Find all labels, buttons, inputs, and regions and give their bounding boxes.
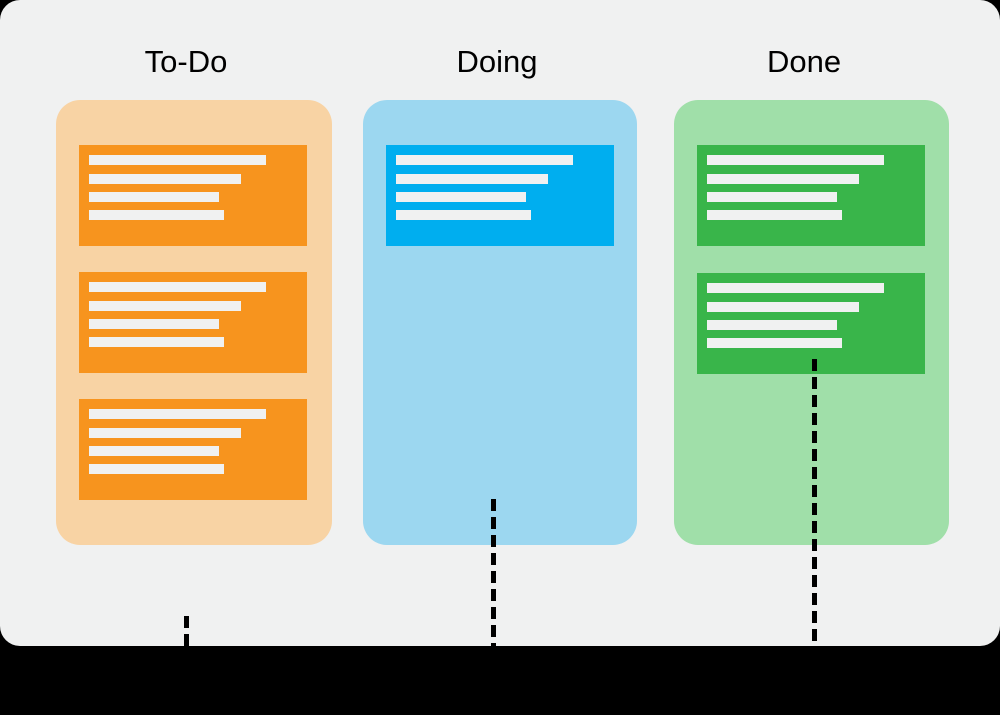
text-line-placeholder [89,337,224,347]
text-line-placeholder [707,320,837,330]
text-line-placeholder [707,338,842,348]
column-done [674,100,949,545]
text-line-placeholder [89,210,224,220]
text-line-placeholder [89,192,219,202]
task-card[interactable] [697,145,925,246]
column-doing [363,100,637,545]
connector-dashed-line-doing [491,499,496,647]
text-line-placeholder [396,192,526,202]
task-card[interactable] [386,145,614,246]
column-title-done: Done [766,44,842,79]
text-line-placeholder [89,282,266,292]
task-card[interactable] [79,272,307,373]
task-card[interactable] [697,273,925,374]
text-line-placeholder [89,446,219,456]
text-line-placeholder [707,155,884,165]
text-line-placeholder [89,428,241,438]
connector-dashed-line-done [812,359,817,647]
column-title-doing: Doing [456,44,538,79]
column-title-todo: To-Do [144,44,228,79]
text-line-placeholder [89,155,266,165]
text-line-placeholder [396,155,573,165]
text-line-placeholder [396,210,531,220]
text-line-placeholder [89,409,266,419]
task-card[interactable] [79,145,307,246]
text-line-placeholder [707,192,837,202]
text-line-placeholder [396,174,548,184]
text-line-placeholder [707,174,859,184]
text-line-placeholder [707,302,859,312]
text-line-placeholder [89,301,241,311]
column-todo [56,100,332,545]
text-line-placeholder [89,319,219,329]
text-line-placeholder [707,283,884,293]
text-line-placeholder [89,464,224,474]
task-card[interactable] [79,399,307,500]
connector-dashed-line-todo [184,616,189,647]
text-line-placeholder [89,174,241,184]
text-line-placeholder [707,210,842,220]
